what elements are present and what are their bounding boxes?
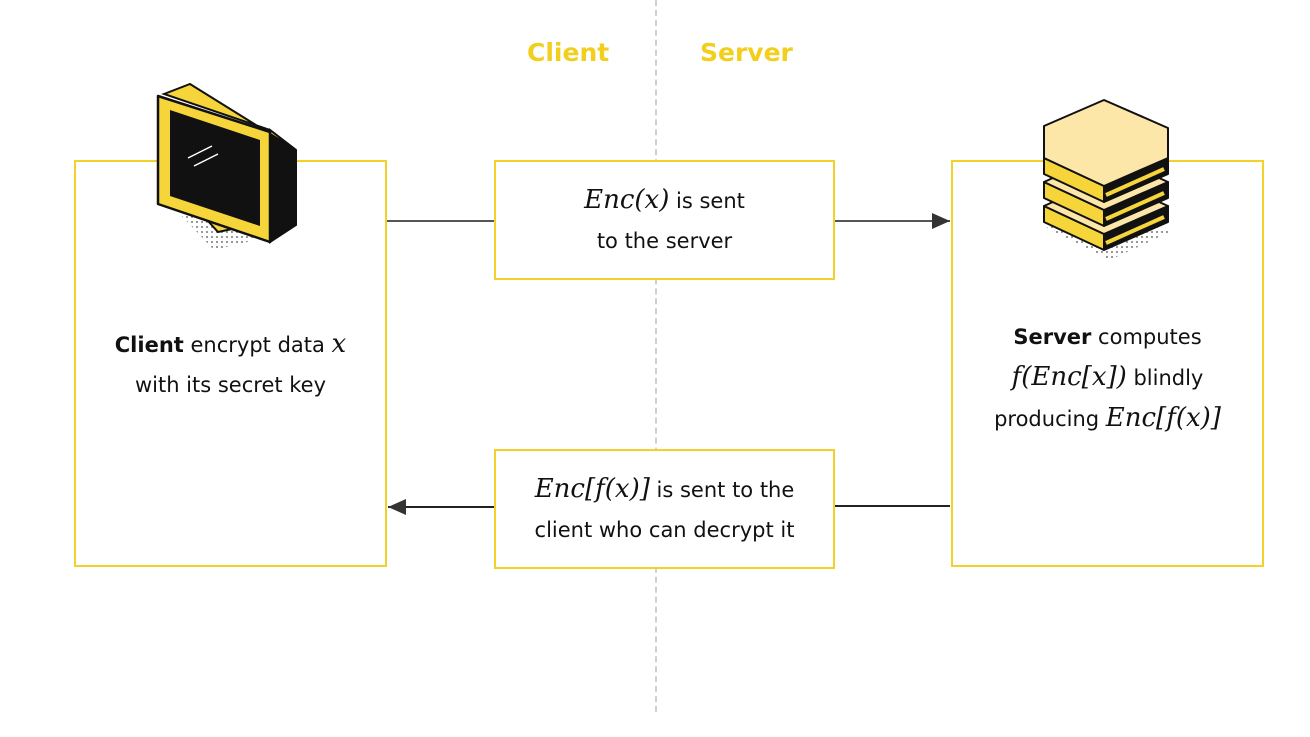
to-client-math: Enc[f(x)] [534,474,650,504]
to-server-line1: is sent [669,189,745,213]
server-box-line3: producing [994,407,1106,431]
client-box-line2: with its secret key [134,373,327,397]
client-box-text: Client encrypt data x with its secret ke… [76,324,385,405]
server-box-bold: Server [1013,325,1092,349]
client-box-var: x [331,329,347,359]
server-box-math1: f(Enc[x]) [1011,362,1127,392]
to-client-line2: client who can decrypt it [534,518,795,542]
server-side-label: Server [700,38,793,67]
server-box-math2: Enc[f(x)] [1105,403,1221,433]
to-client-message-text: Enc[f(x)] is sent to the client who can … [496,469,833,550]
to-server-math: Enc(x) [584,185,670,215]
client-server-divider [655,0,657,712]
client-side-label: Client [527,38,610,67]
server-box-line1: computes [1091,325,1202,349]
to-server-message-box: Enc(x) is sent to the server [494,160,835,280]
to-client-message-box: Enc[f(x)] is sent to the client who can … [494,449,835,569]
server-box-text: Server computes f(Enc[x]) blindly produc… [953,317,1262,439]
to-server-message-text: Enc(x) is sent to the server [496,180,833,261]
client-box-bold: Client [114,333,184,357]
server-box-line2: blindly [1126,366,1204,390]
to-client-line1: is sent to the [649,478,795,502]
client-box-line1: encrypt data [183,333,332,357]
to-server-line2: to the server [596,229,733,253]
